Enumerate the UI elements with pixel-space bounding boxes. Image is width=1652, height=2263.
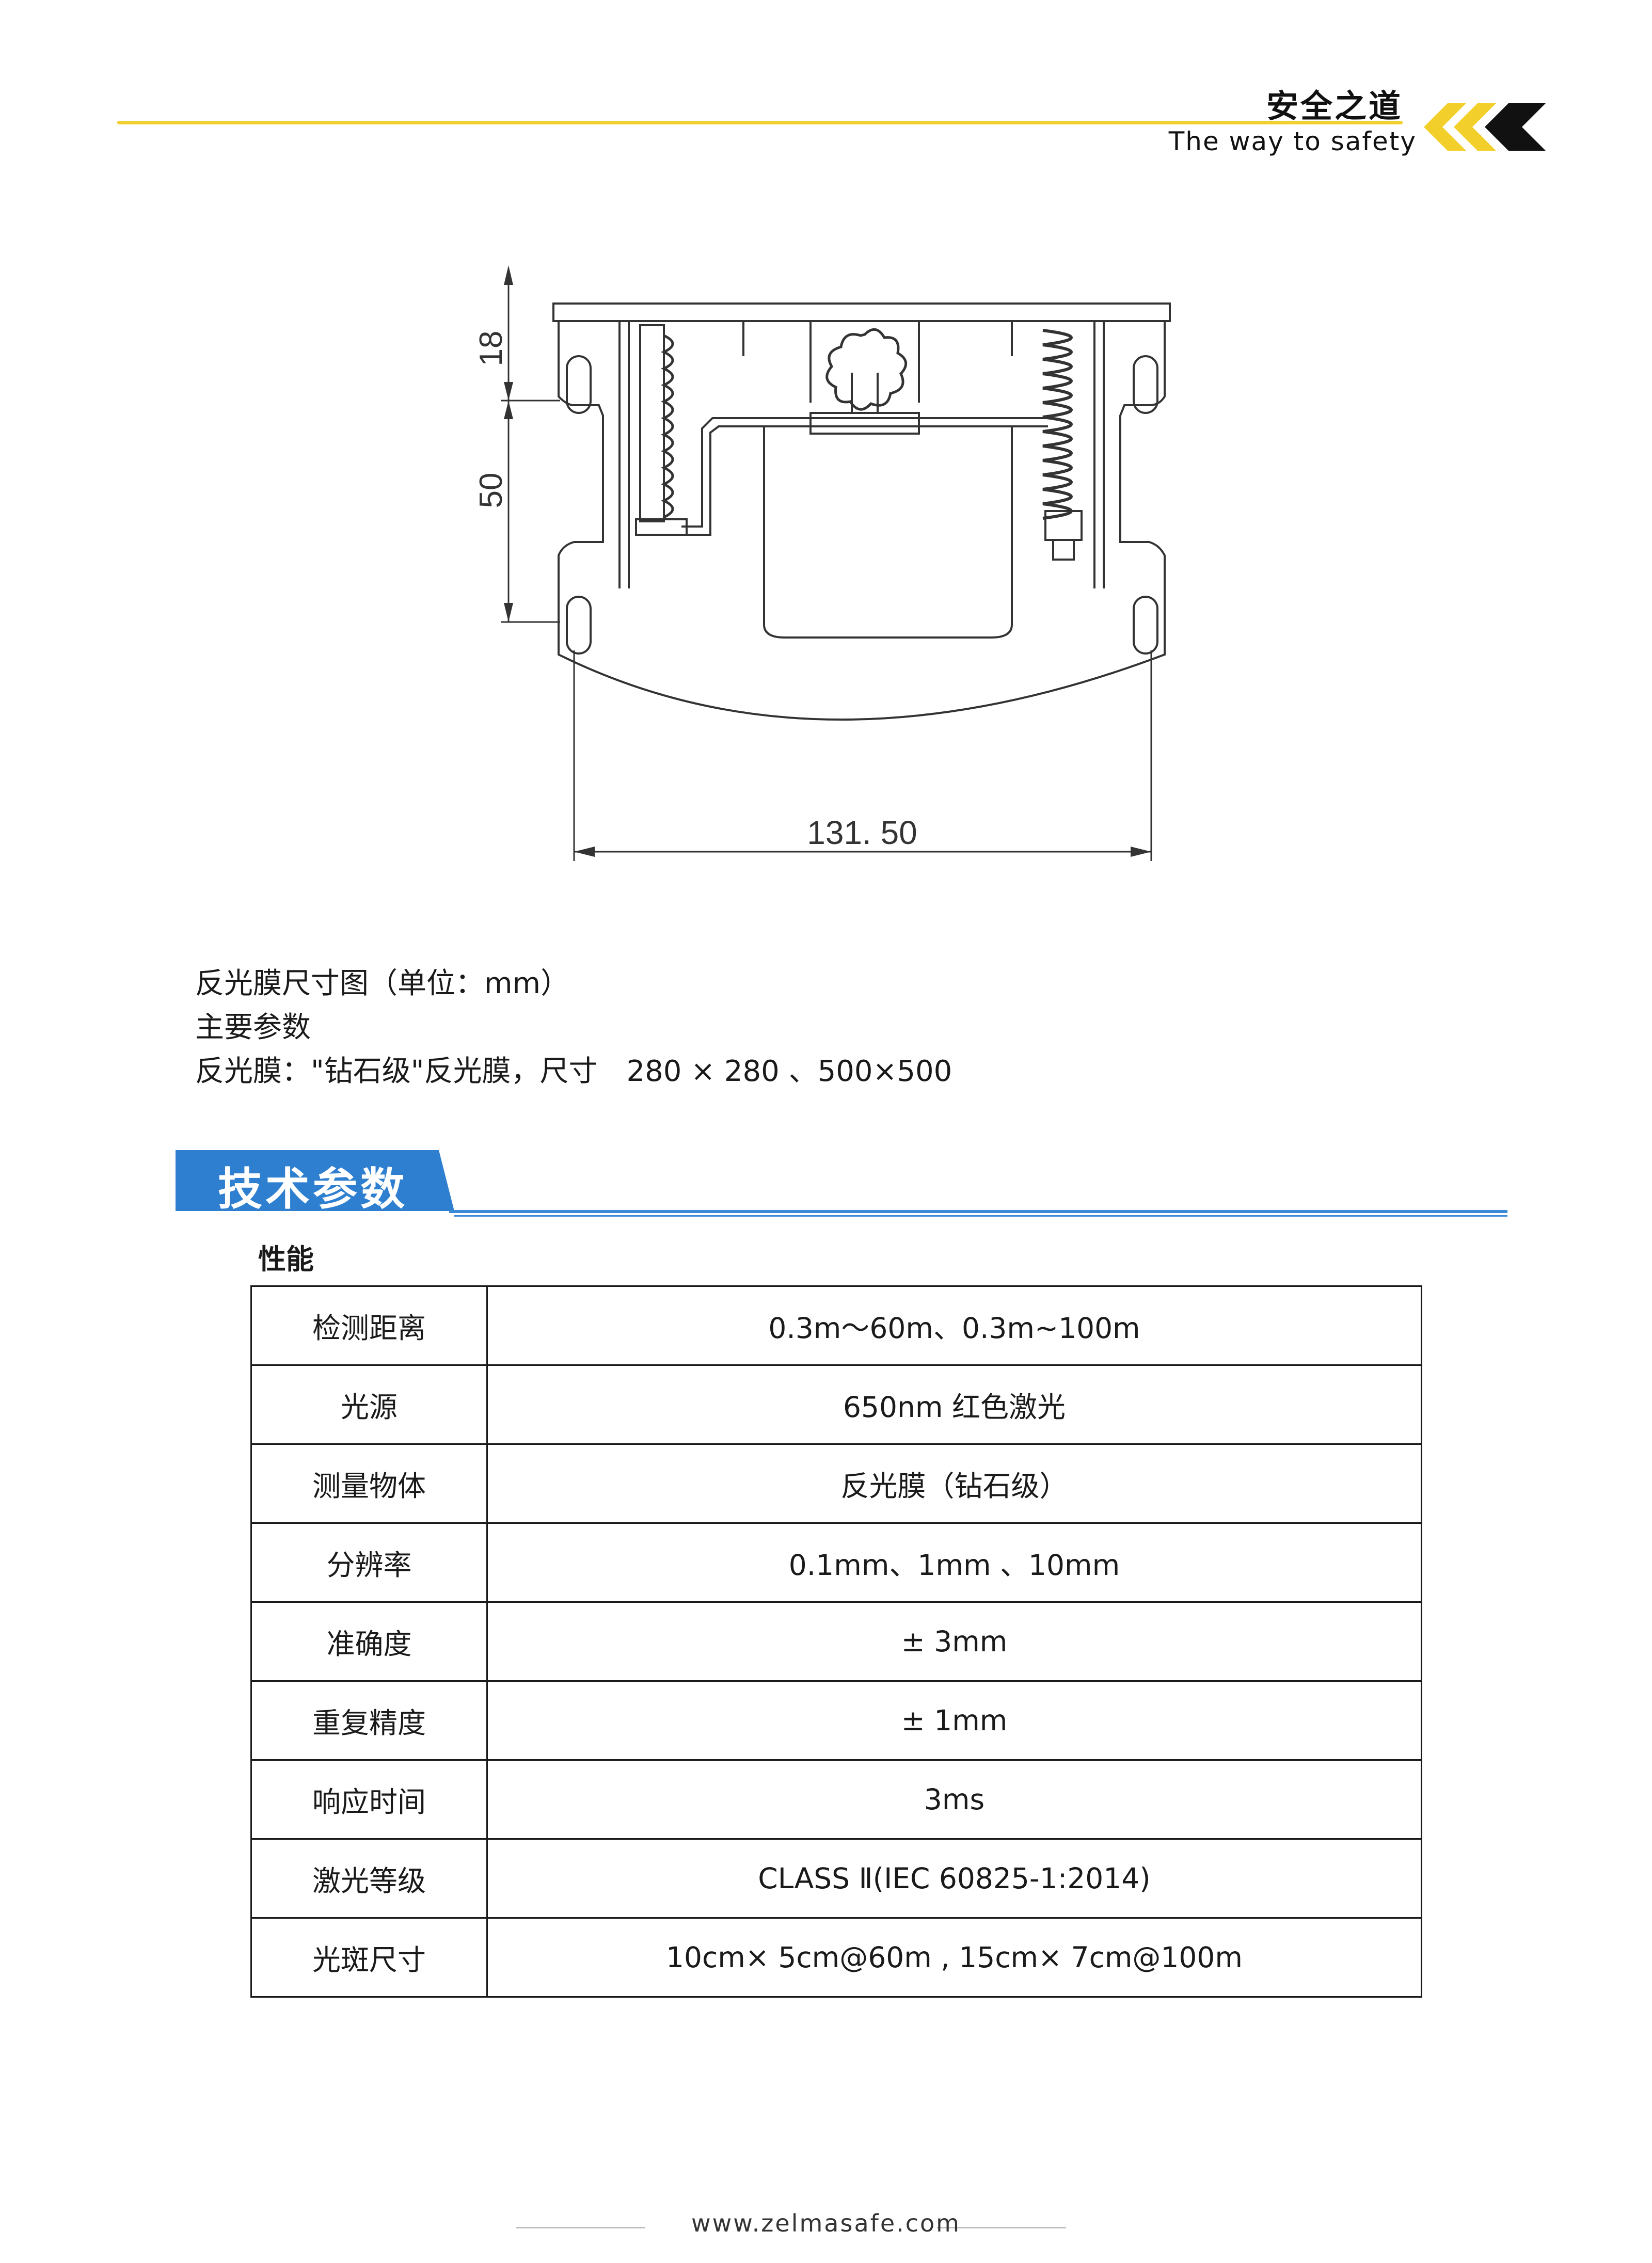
reflector-dimension-drawing: 18 50 131. 50 — [473, 265, 1171, 861]
spec-label: 重复精度 — [250, 1680, 488, 1761]
right-spring — [1042, 329, 1073, 520]
spec-label: 分辨率 — [250, 1522, 488, 1603]
spec-label: 激光等级 — [250, 1838, 488, 1919]
mounting-slot — [1133, 355, 1158, 414]
mounting-slot — [566, 596, 592, 655]
spec-label: 响应时间 — [250, 1759, 488, 1840]
brand-chevron-logo — [1424, 103, 1546, 151]
spec-label: 光源 — [250, 1364, 488, 1445]
spec-value: 3ms — [486, 1759, 1422, 1840]
spec-label: 检测距离 — [250, 1285, 488, 1366]
spec-value: ± 1mm — [486, 1680, 1422, 1761]
dimension-label-18: 18 — [473, 331, 509, 366]
section-title: 技术参数 — [218, 1164, 408, 1215]
reflector-spec-line: 反光膜："钻石级"反光膜，尺寸 280 × 280 、500×500 — [195, 1055, 952, 1088]
drawing-caption: 反光膜尺寸图（单位：mm） — [195, 967, 570, 1000]
spec-label: 准确度 — [250, 1601, 488, 1682]
bracket-outline — [558, 321, 1166, 721]
spec-value: CLASS Ⅱ(IEC 60825-1:2014) — [486, 1838, 1422, 1919]
footer-rule-right — [937, 2227, 1066, 2228]
top-plate — [552, 302, 1171, 322]
linkage-bar — [681, 417, 1048, 528]
dimension-label-width: 131. 50 — [807, 814, 917, 851]
section-banner — [176, 1150, 1507, 1217]
footer-website: www.zelmasafe.com — [691, 2209, 961, 2237]
performance-subheading: 性能 — [258, 1243, 314, 1276]
left-spring — [661, 334, 674, 519]
spec-value: 0.3m～60m、0.3m~100m — [486, 1285, 1422, 1366]
right-spring-bolt — [1052, 539, 1075, 561]
spec-value: ± 3mm — [486, 1601, 1422, 1682]
footer-rule-left — [516, 2227, 645, 2228]
spec-value: 650nm 红色激光 — [486, 1364, 1422, 1445]
mounting-slot — [566, 355, 592, 414]
reflector-window — [763, 426, 1013, 639]
main-params-heading: 主要参数 — [195, 1011, 311, 1044]
dimension-label-50: 50 — [473, 473, 509, 508]
spec-value: 0.1mm、1mm 、10mm — [486, 1522, 1422, 1603]
spec-label: 光斑尺寸 — [250, 1917, 488, 1998]
spec-label: 测量物体 — [250, 1443, 488, 1524]
spec-value: 10cm× 5cm@60m , 15cm× 7cm@100m — [486, 1917, 1422, 1998]
spec-value: 反光膜（钻石级） — [486, 1443, 1422, 1524]
knob-base — [809, 412, 920, 435]
adjust-knob-icon — [825, 328, 907, 411]
brand-slogan-en: The way to safety — [1168, 126, 1417, 156]
table-row: 准确度± 3mm — [250, 1601, 1422, 1682]
left-spring-rod — [639, 324, 665, 522]
header-rule — [117, 121, 1403, 124]
table-row: 测量物体反光膜（钻石级） — [250, 1443, 1422, 1524]
table-row: 重复精度± 1mm — [250, 1680, 1422, 1761]
mounting-slot — [1133, 596, 1158, 655]
brand-slogan-cn: 安全之道 — [1266, 87, 1403, 125]
